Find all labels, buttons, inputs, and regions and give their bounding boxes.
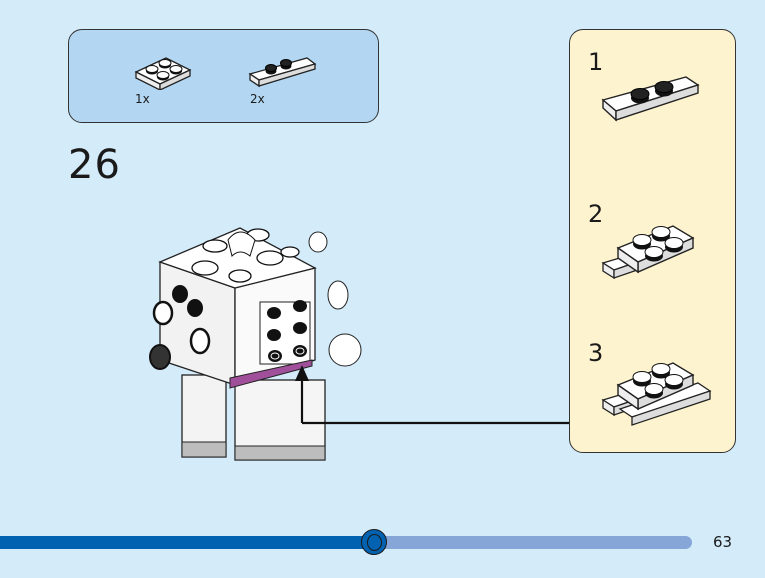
substep-number: 1 — [588, 48, 604, 76]
parts-list-box: 1x 2x — [68, 29, 379, 123]
step-number: 26 — [68, 142, 121, 188]
substep-2-plates-icon — [601, 225, 695, 280]
substep-1-plate-icon — [601, 76, 700, 122]
callout-arrow — [295, 365, 570, 425]
page-number: 63 — [713, 533, 733, 551]
progress-knob[interactable] — [361, 529, 387, 555]
substep-3-plates-icon — [601, 362, 712, 426]
plate-1x3-black-studs-icon — [248, 57, 317, 88]
model-illustration — [149, 227, 362, 461]
substep-number: 3 — [588, 339, 604, 367]
progress-fill — [0, 536, 374, 549]
substeps-panel: 1 2 3 — [569, 29, 736, 453]
plate-2x2-icon — [134, 57, 192, 90]
substep-number: 2 — [588, 200, 604, 228]
part-quantity: 2x — [250, 92, 265, 106]
part-quantity: 1x — [135, 92, 150, 106]
